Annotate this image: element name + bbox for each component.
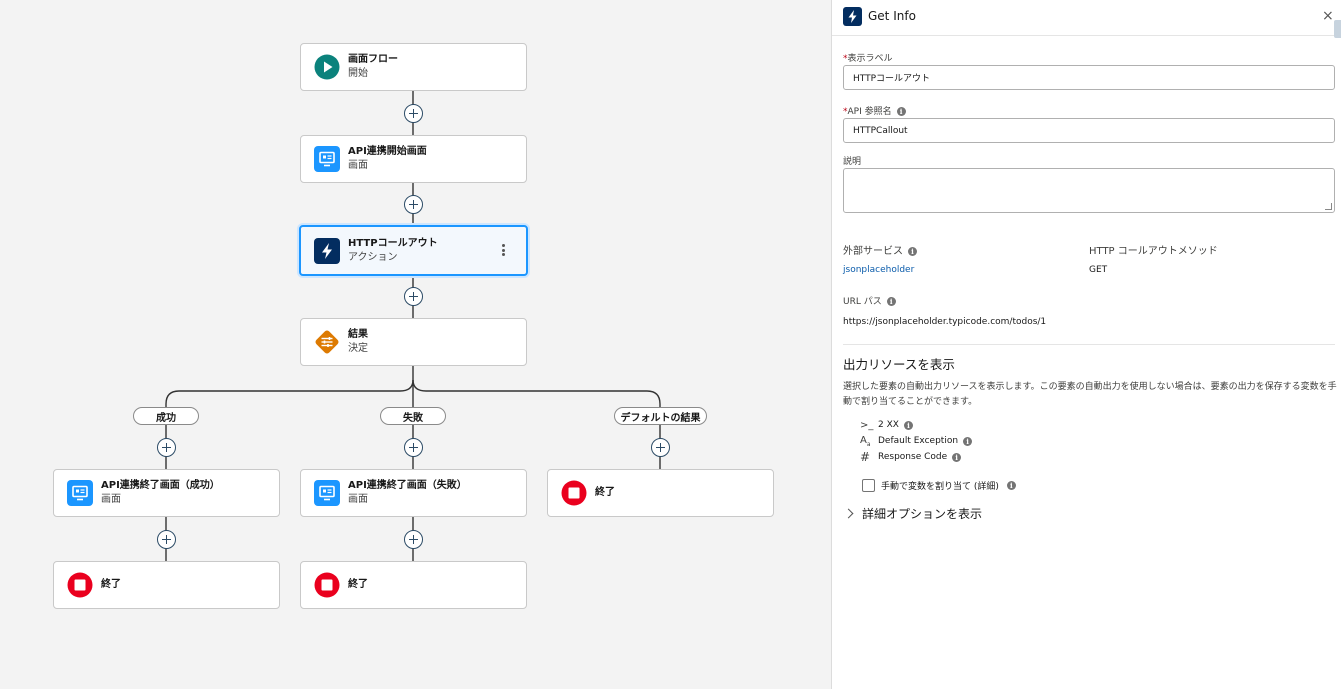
start-node[interactable]: 画面フロー 開始 bbox=[300, 43, 527, 91]
external-service-link[interactable]: jsonplaceholder bbox=[843, 265, 915, 275]
add-element-button[interactable] bbox=[651, 438, 670, 457]
lightning-bolt-icon bbox=[314, 237, 340, 264]
info-icon[interactable]: i bbox=[963, 436, 973, 446]
add-element-button[interactable] bbox=[404, 438, 423, 457]
node-title: 終了 bbox=[348, 579, 368, 590]
stop-icon bbox=[314, 572, 340, 598]
node-title: API連携開始画面 bbox=[348, 146, 427, 157]
add-element-button[interactable] bbox=[404, 530, 423, 549]
node-type: 開始 bbox=[348, 68, 368, 79]
node-title: 終了 bbox=[595, 487, 615, 498]
description-textarea[interactable] bbox=[843, 168, 1335, 213]
manual-assign-row[interactable]: 手動で変数を割り当て (詳細) i bbox=[862, 479, 1016, 492]
node-type: アクション bbox=[348, 251, 398, 263]
end-node-success[interactable]: 終了 bbox=[53, 561, 280, 609]
node-title: 終了 bbox=[101, 579, 121, 590]
output-resources-title: 出力リソースを表示 bbox=[843, 357, 955, 372]
node-type: 画面 bbox=[348, 160, 368, 171]
decision-icon bbox=[314, 329, 340, 355]
info-icon[interactable]: i bbox=[1006, 481, 1016, 490]
flow-canvas[interactable]: 画面フロー 開始 API連携開始画面 画面 HTTPコールアウト アクション bbox=[0, 0, 831, 689]
play-icon bbox=[314, 54, 340, 80]
lightning-bolt-icon bbox=[843, 7, 862, 26]
panel-scroll-handle[interactable] bbox=[1334, 20, 1341, 38]
node-type: 画面 bbox=[348, 494, 368, 505]
advanced-options-toggle[interactable]: 詳細オプションを表示 bbox=[843, 505, 983, 522]
label-field-label: *表示ラベル bbox=[843, 54, 893, 64]
panel-title: Get Info bbox=[868, 9, 916, 23]
node-title: 画面フロー bbox=[348, 54, 398, 65]
node-type: 画面 bbox=[101, 494, 121, 505]
info-icon[interactable]: i bbox=[952, 452, 962, 462]
node-title: API連携終了画面（成功） bbox=[101, 480, 220, 491]
node-title: 結果 bbox=[348, 329, 368, 340]
text-type-icon: Aa bbox=[860, 434, 871, 448]
http-method-label: HTTP コールアウトメソッド bbox=[1089, 246, 1218, 257]
url-path-value: https://jsonplaceholder.typicode.com/tod… bbox=[843, 317, 1047, 327]
terminal-icon: >_ bbox=[860, 419, 874, 431]
add-element-button[interactable] bbox=[404, 195, 423, 214]
advanced-options-label: 詳細オプションを表示 bbox=[862, 507, 983, 521]
screen-node-success[interactable]: API連携終了画面（成功） 画面 bbox=[53, 469, 280, 517]
add-element-button[interactable] bbox=[157, 530, 176, 549]
manual-assign-label: 手動で変数を割り当て (詳細) bbox=[881, 482, 999, 492]
info-icon[interactable]: i bbox=[903, 420, 913, 430]
node-title: API連携終了画面（失敗） bbox=[348, 480, 467, 491]
stop-icon bbox=[67, 572, 93, 598]
screen-icon bbox=[314, 480, 340, 506]
manual-assign-checkbox[interactable] bbox=[862, 479, 875, 492]
action-node-http-callout[interactable]: HTTPコールアウト アクション bbox=[299, 225, 528, 276]
output-resources-description: 選択した要素の自動出力リソースを表示します。この要素の自動出力を使用しない場合は… bbox=[843, 382, 1337, 407]
info-icon[interactable]: i bbox=[896, 107, 906, 116]
screen-node-start[interactable]: API連携開始画面 画面 bbox=[300, 135, 527, 183]
add-element-button[interactable] bbox=[157, 438, 176, 457]
http-method-value: GET bbox=[1089, 265, 1108, 275]
label-input[interactable]: HTTPコールアウト bbox=[843, 65, 1335, 90]
info-icon[interactable]: i bbox=[908, 246, 917, 256]
info-icon[interactable]: i bbox=[886, 297, 896, 306]
add-element-button[interactable] bbox=[404, 104, 423, 123]
end-node-default[interactable]: 終了 bbox=[547, 469, 774, 517]
api-name-input[interactable]: HTTPCallout bbox=[843, 118, 1335, 143]
screen-icon bbox=[67, 480, 93, 506]
screen-node-failure[interactable]: API連携終了画面（失敗） 画面 bbox=[300, 469, 527, 517]
panel-header: Get Info × bbox=[832, 0, 1341, 38]
description-field-label: 説明 bbox=[843, 157, 862, 167]
close-icon[interactable]: × bbox=[1322, 8, 1334, 24]
node-title: HTTPコールアウト bbox=[348, 237, 438, 249]
chevron-right-icon bbox=[843, 508, 854, 519]
screen-icon bbox=[314, 146, 340, 172]
end-node-failure[interactable]: 終了 bbox=[300, 561, 527, 609]
node-type: 決定 bbox=[348, 343, 368, 354]
section-divider bbox=[843, 344, 1335, 345]
add-element-button[interactable] bbox=[404, 287, 423, 306]
branch-label-default[interactable]: デフォルトの結果 bbox=[614, 407, 707, 425]
node-menu-icon[interactable] bbox=[500, 242, 506, 258]
branch-label-success[interactable]: 成功 bbox=[133, 407, 199, 425]
number-type-icon: # bbox=[860, 450, 871, 464]
stop-icon bbox=[561, 480, 587, 506]
decision-node-result[interactable]: 結果 決定 bbox=[300, 318, 527, 366]
branch-label-failure[interactable]: 失敗 bbox=[380, 407, 446, 425]
flow-connectors bbox=[165, 91, 661, 562]
